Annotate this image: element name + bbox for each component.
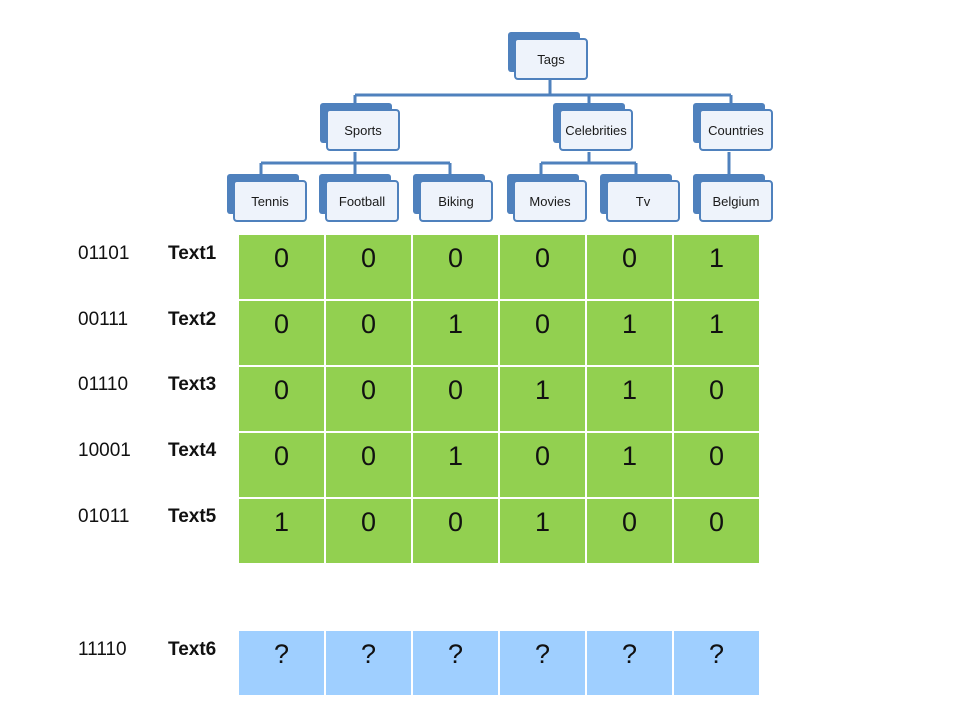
matrix-cell: 0 xyxy=(239,301,324,365)
matrix-cell: 1 xyxy=(413,433,498,497)
node-sports: Sports xyxy=(320,103,400,151)
node-label: Celebrities xyxy=(559,109,633,151)
matrix-cell: 0 xyxy=(413,235,498,299)
node-tags: Tags xyxy=(508,32,588,80)
row-label: Text3 xyxy=(168,374,217,395)
row-label: Text1 xyxy=(168,243,217,264)
query-cell: ? xyxy=(500,631,585,695)
row-label: Text4 xyxy=(168,440,217,461)
matrix-cell: 1 xyxy=(413,301,498,365)
matrix-cell: 0 xyxy=(500,301,585,365)
row-label: Text6 xyxy=(168,639,217,660)
node-biking: Biking xyxy=(413,174,493,222)
node-label: Belgium xyxy=(699,180,773,222)
matrix-cell: 0 xyxy=(674,367,759,431)
node-celebrities: Celebrities xyxy=(553,103,633,151)
node-label: Sports xyxy=(326,109,400,151)
row-label: Text2 xyxy=(168,309,217,330)
matrix-cell: 0 xyxy=(326,235,411,299)
matrix-cell: 0 xyxy=(239,367,324,431)
matrix-cell: 1 xyxy=(500,499,585,563)
row-code: 10001 xyxy=(78,440,131,461)
node-label: Tennis xyxy=(233,180,307,222)
query-cell: ? xyxy=(239,631,324,695)
node-football: Football xyxy=(319,174,399,222)
node-movies: Movies xyxy=(507,174,587,222)
matrix-cell: 0 xyxy=(239,235,324,299)
node-tennis: Tennis xyxy=(227,174,307,222)
matrix-cell: 1 xyxy=(239,499,324,563)
matrix-cell: 0 xyxy=(500,235,585,299)
node-label: Football xyxy=(325,180,399,222)
node-label: Biking xyxy=(419,180,493,222)
node-countries: Countries xyxy=(693,103,773,151)
matrix-cell: 1 xyxy=(587,433,672,497)
matrix-cell: 0 xyxy=(413,499,498,563)
node-tv: Tv xyxy=(600,174,680,222)
matrix-cell: 0 xyxy=(674,433,759,497)
row-code: 01101 xyxy=(78,243,130,264)
row-label: Text5 xyxy=(168,506,217,527)
matrix-cell: 0 xyxy=(587,499,672,563)
query-cell: ? xyxy=(587,631,672,695)
matrix-cell: 0 xyxy=(326,301,411,365)
matrix-cell: 1 xyxy=(674,301,759,365)
node-label: Countries xyxy=(699,109,773,151)
row-code: 00111 xyxy=(78,309,129,330)
matrix-cell: 0 xyxy=(326,367,411,431)
query-cell: ? xyxy=(413,631,498,695)
matrix-cell: 1 xyxy=(587,301,672,365)
matrix-cell: 1 xyxy=(674,235,759,299)
row-code: 01011 xyxy=(78,506,130,527)
matrix-cell: 0 xyxy=(500,433,585,497)
matrix-cell: 0 xyxy=(587,235,672,299)
matrix-cell: 0 xyxy=(326,499,411,563)
matrix-cell: 1 xyxy=(587,367,672,431)
node-belgium: Belgium xyxy=(693,174,773,222)
query-cell: ? xyxy=(674,631,759,695)
node-label: Tv xyxy=(606,180,680,222)
matrix-cell: 0 xyxy=(413,367,498,431)
matrix-cell: 0 xyxy=(326,433,411,497)
matrix-cell: 1 xyxy=(500,367,585,431)
row-code: 01110 xyxy=(78,374,129,395)
query-cell: ? xyxy=(326,631,411,695)
matrix-cell: 0 xyxy=(674,499,759,563)
row-code: 11110 xyxy=(78,639,127,660)
node-label: Tags xyxy=(514,38,588,80)
matrix-cell: 0 xyxy=(239,433,324,497)
node-label: Movies xyxy=(513,180,587,222)
